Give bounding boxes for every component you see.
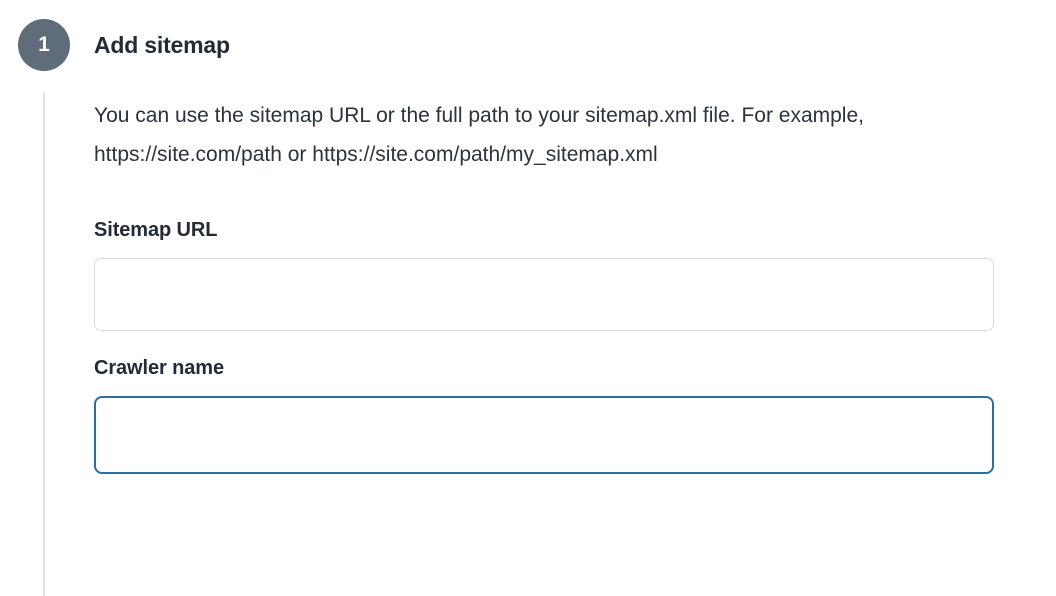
step-title: Add sitemap	[94, 31, 230, 58]
crawler-name-input[interactable]	[94, 396, 994, 474]
sitemap-url-label: Sitemap URL	[94, 219, 218, 241]
field-group-crawler-name: Crawler name	[94, 357, 1000, 474]
step-body: You can use the sitemap URL or the full …	[94, 96, 1000, 474]
field-group-sitemap-url: Sitemap URL	[94, 219, 1000, 331]
step-number-badge: 1	[18, 19, 70, 71]
crawler-name-label: Crawler name	[94, 357, 224, 379]
sitemap-url-input[interactable]	[94, 258, 994, 331]
step-connector-line	[43, 92, 45, 596]
step-description: You can use the sitemap URL or the full …	[94, 104, 864, 166]
step-header: 1 Add sitemap	[0, 18, 230, 72]
